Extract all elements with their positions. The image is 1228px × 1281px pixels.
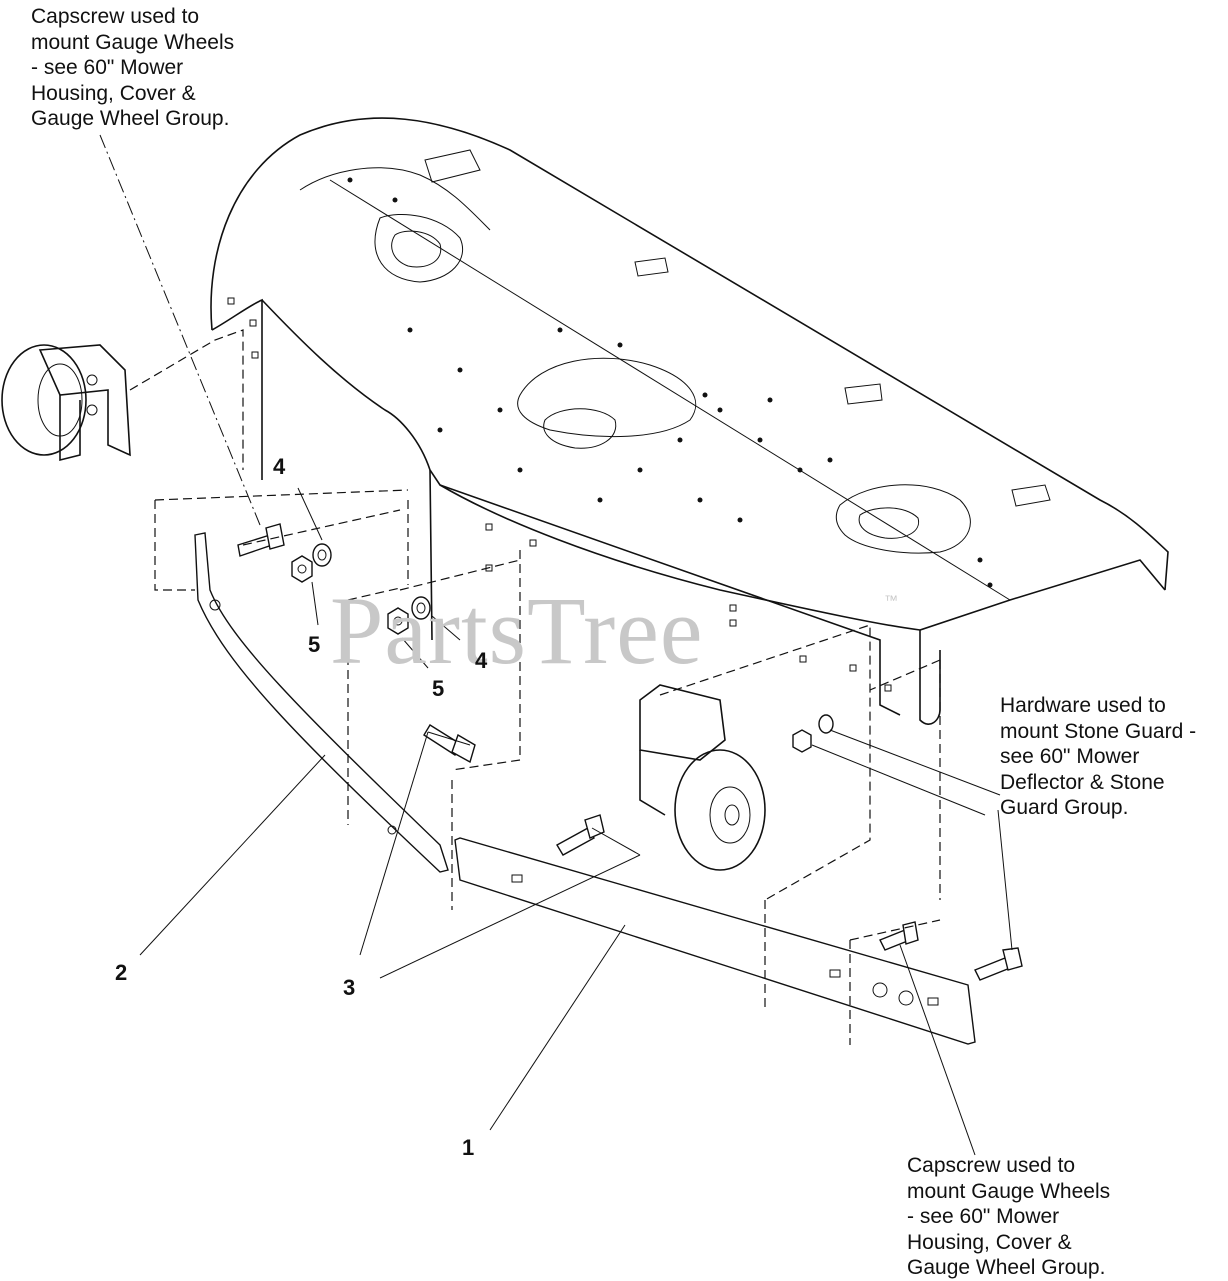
part-number-2: 2 [115,960,128,985]
callout-capscrew-bottom-right: Capscrew used to mount Gauge Wheels - se… [907,1154,1111,1279]
callout-capscrew-top-left: Capscrew used to mount Gauge Wheels - se… [31,5,235,130]
part-number-3: 3 [343,975,356,1000]
callout-hardware-stone-guard: Hardware used to mount Stone Guard - see… [1000,694,1197,819]
part-number-4-left: 4 [273,454,286,479]
part-3-bolt-lower [556,814,605,856]
part-2-left-stone-guard [194,532,449,873]
part-3-bolt-upper [423,724,476,764]
partstree-watermark: PartsTree [330,577,704,684]
part-4-washer-right [411,596,431,620]
trademark-symbol: ™ [884,592,898,608]
bolt-left-top [237,523,285,557]
part-1-main-stone-guard [454,837,976,1045]
leader-lines [99,134,1013,1156]
part-4-washer-left [312,543,332,567]
part-5-nut-left [291,555,313,583]
part-5-nut-right [387,607,409,635]
stone-guard-nuts-right [792,714,834,753]
deck-holes [347,177,993,588]
part-number-5-right: 5 [432,676,445,701]
left-gauge-wheel [1,344,131,462]
part-number-4-right: 4 [475,648,488,673]
mower-deck-housing [210,117,1169,725]
part-number-1: 1 [462,1135,475,1160]
assembly-guide-lines [129,329,941,1045]
right-gauge-wheel [639,684,766,871]
part-number-5-left: 5 [308,632,321,657]
stone-guard-bolt-right [974,947,1023,981]
